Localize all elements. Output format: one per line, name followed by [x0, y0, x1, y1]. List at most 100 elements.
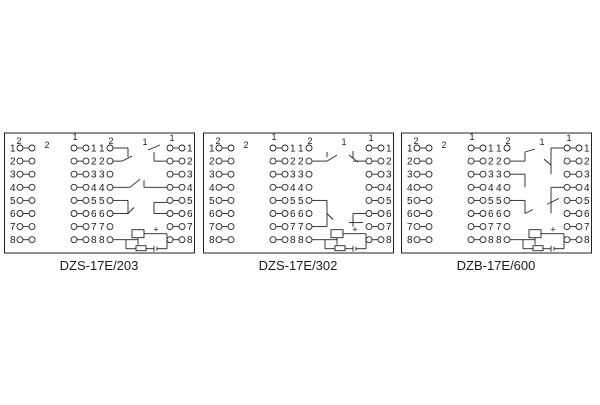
top-label: 2	[108, 136, 113, 146]
socket-terminal	[28, 170, 36, 178]
top-label: 1	[142, 137, 147, 147]
model-caption: DZS-17E/203	[60, 258, 139, 273]
pin-number: 6	[298, 209, 304, 220]
relay-terminal	[377, 223, 385, 231]
relay-terminal	[503, 170, 511, 178]
socket-terminal	[413, 144, 421, 152]
pin-number: 5	[209, 196, 215, 207]
pin-number: 6	[407, 209, 413, 220]
relay-terminal	[563, 170, 571, 178]
socket-terminal	[227, 210, 235, 217]
pin-number: 6	[496, 209, 502, 220]
relay-terminal	[178, 144, 186, 152]
socket-terminal	[479, 144, 487, 152]
relay-terminal	[106, 223, 114, 231]
relay-terminal	[305, 223, 313, 231]
socket-terminal	[467, 170, 475, 178]
coil-polarity-plus: +	[352, 225, 357, 235]
relay-terminal	[178, 157, 186, 165]
relay-terminal	[563, 210, 571, 217]
socket-terminal	[70, 157, 78, 165]
socket-terminal	[82, 196, 90, 204]
relay-terminal	[365, 170, 373, 178]
socket-terminal	[16, 210, 24, 217]
socket-terminal	[467, 223, 475, 231]
relay-terminal	[178, 210, 186, 217]
pin-number: 1	[298, 144, 304, 155]
top-label: 2	[243, 140, 248, 150]
relay-terminal	[575, 170, 583, 178]
socket-terminal	[269, 144, 277, 152]
socket-terminal	[70, 144, 78, 152]
pin-number: 5	[386, 196, 392, 207]
pin-number: 8	[10, 235, 16, 246]
socket-terminal	[413, 196, 421, 204]
pin-number: 4	[290, 183, 296, 194]
socket-terminal	[281, 196, 289, 204]
relay-terminal	[575, 210, 583, 217]
pin-number: 1	[386, 144, 392, 155]
pin-number: 1	[488, 144, 494, 155]
relay-terminal	[563, 157, 571, 165]
pin-number: 3	[496, 170, 502, 181]
socket-terminal	[28, 144, 36, 152]
relay-terminal	[166, 196, 174, 204]
pin-number: 7	[290, 222, 296, 233]
socket-terminal	[479, 170, 487, 178]
resistor-box	[532, 245, 544, 252]
pin-number: 4	[91, 183, 97, 194]
socket-terminal	[269, 210, 277, 217]
coil-polarity-plus: +	[550, 225, 555, 235]
pin-number: 8	[298, 235, 304, 246]
wire	[121, 155, 133, 162]
pin-number: 3	[99, 170, 105, 181]
relay-terminal	[365, 210, 373, 217]
socket-terminal	[82, 223, 90, 231]
wire	[326, 154, 338, 162]
relay-terminal	[166, 183, 174, 191]
coil-assembly: +	[113, 225, 168, 252]
relay-terminal	[365, 196, 373, 204]
pin-number: 4	[386, 183, 392, 194]
socket-terminal	[425, 144, 433, 152]
relay-terminal	[563, 183, 571, 191]
pin-number: 1	[99, 144, 105, 155]
relay-terminal	[305, 144, 313, 152]
relay-terminal	[305, 157, 313, 165]
socket-terminal	[215, 236, 223, 244]
relay-terminal	[503, 236, 511, 244]
socket-terminal	[413, 157, 421, 165]
socket-terminal	[479, 210, 487, 217]
coil-box	[528, 229, 542, 239]
pin-number: 7	[10, 222, 16, 233]
pin-number: 7	[298, 222, 304, 233]
socket-terminal	[413, 236, 421, 244]
relay-terminal	[166, 210, 174, 217]
relay-terminal	[365, 223, 373, 231]
socket-terminal	[281, 144, 289, 152]
socket-terminal	[425, 236, 433, 244]
pin-number: 5	[290, 196, 296, 207]
wire	[129, 178, 141, 188]
socket-terminal	[269, 170, 277, 178]
wire	[524, 209, 534, 214]
pin-number: 1	[187, 144, 193, 155]
pin-number: 3	[407, 170, 413, 181]
pin-number: 5	[488, 196, 494, 207]
socket-terminal	[215, 183, 223, 191]
socket-terminal	[82, 170, 90, 178]
socket-terminal	[467, 196, 475, 204]
socket-terminal	[269, 183, 277, 191]
relay-terminal	[377, 196, 385, 204]
pin-number: 4	[584, 183, 590, 194]
relay-terminal	[377, 144, 385, 152]
pin-number: 3	[584, 170, 590, 181]
pin-number: 8	[91, 235, 97, 246]
pin-number: 5	[496, 196, 502, 207]
socket-terminal	[215, 196, 223, 204]
socket-terminal	[28, 157, 36, 165]
diagram-frame	[4, 132, 195, 254]
pin-number: 1	[496, 144, 502, 155]
